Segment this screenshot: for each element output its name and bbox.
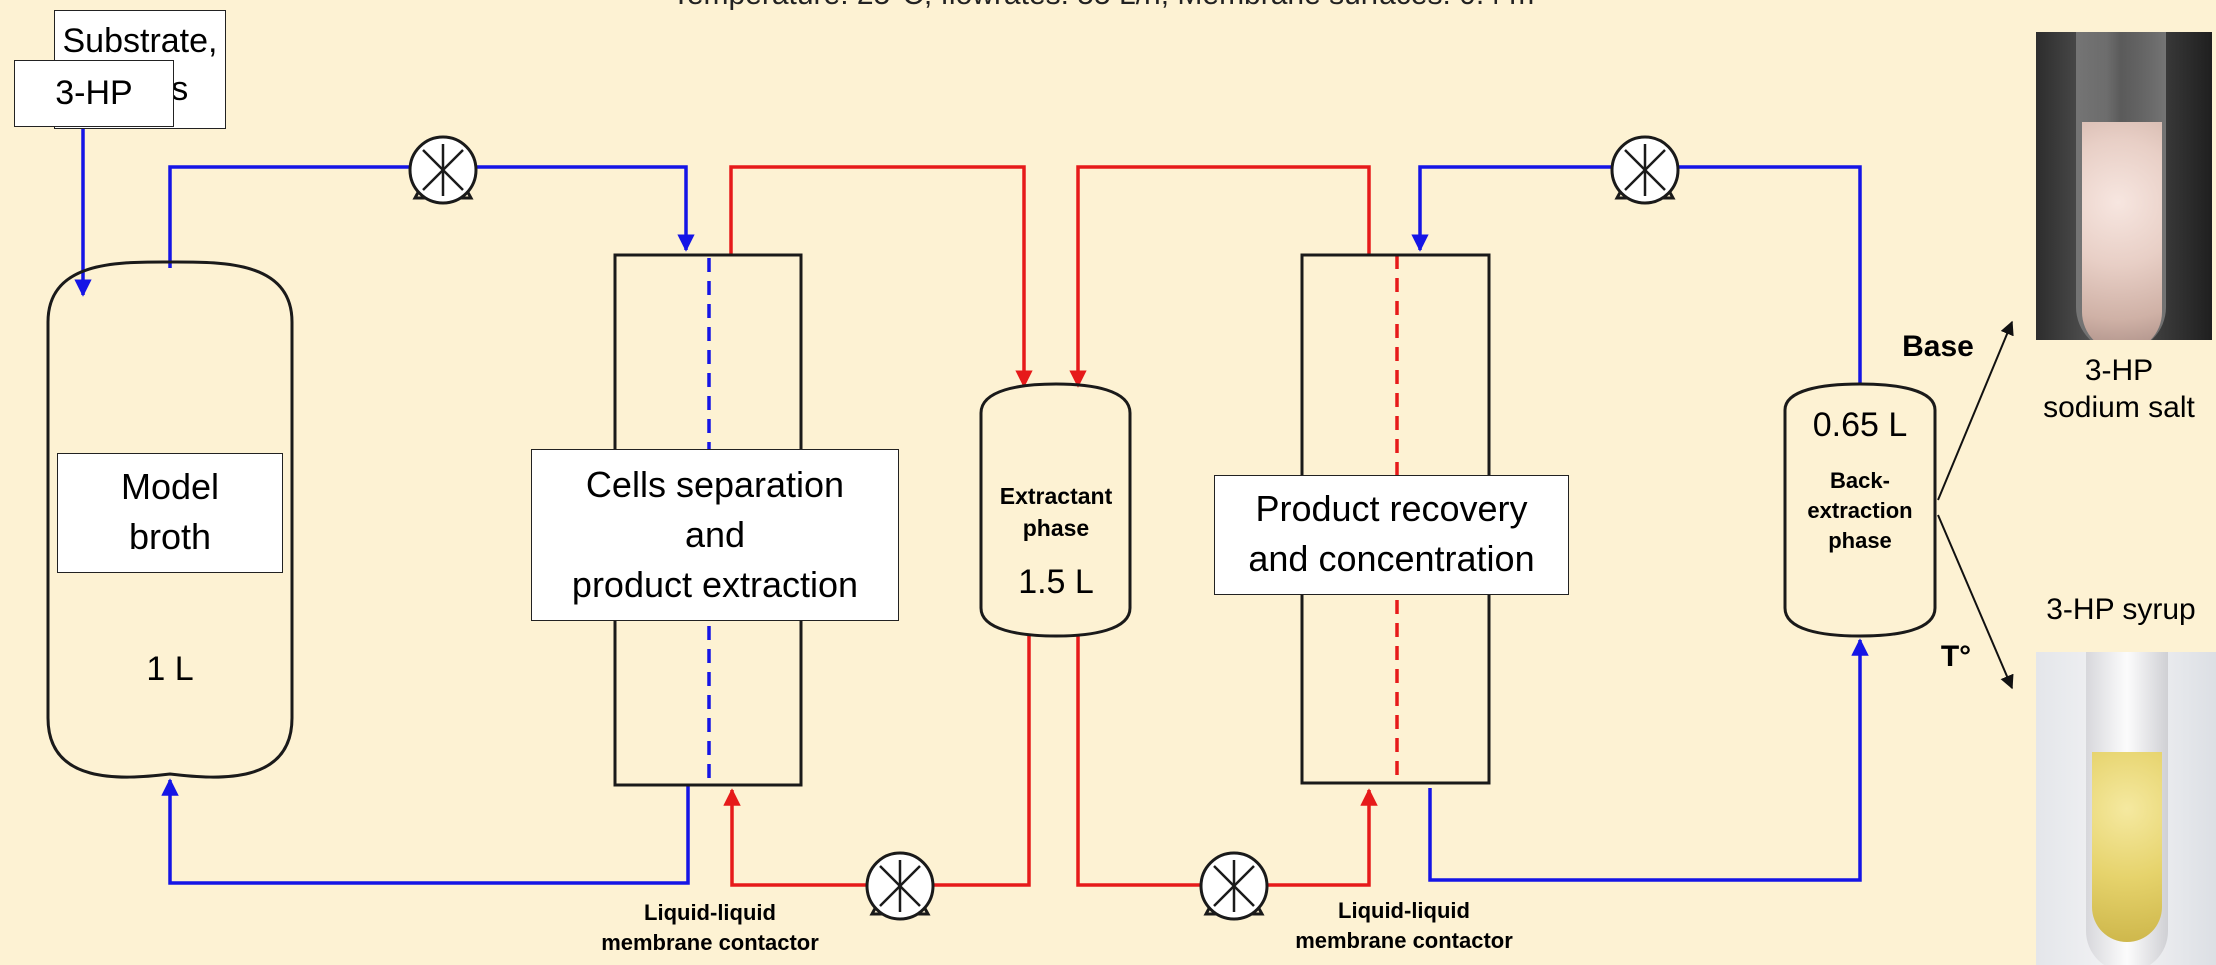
extractant-vessel	[979, 382, 1132, 638]
contactor-1-label-line1: Cells separation	[585, 464, 845, 505]
syrup-liquid-icon	[2092, 752, 2162, 942]
contactor-1-caption: Liquid-liquid membrane contactor	[560, 898, 860, 958]
pump-icon	[408, 135, 478, 205]
pump-icon	[1610, 135, 1680, 205]
extractant-label: Extractant phase	[981, 480, 1131, 544]
backextraction-label: Back- extraction phase	[1785, 466, 1935, 556]
backextraction-label-line1: Back-	[1830, 468, 1890, 493]
broth-label: Model broth	[57, 453, 283, 573]
broth-label-line2: broth	[128, 516, 212, 557]
extractant-label-line1: Extractant	[999, 483, 1113, 509]
broth-vessel	[46, 260, 294, 779]
salt-label-line2: sodium salt	[2043, 391, 2195, 424]
broth-volume: 1 L	[146, 650, 194, 688]
temperature-arrow	[1937, 514, 2014, 690]
powder-icon	[2082, 122, 2162, 340]
broth-label-line1: Model	[120, 466, 220, 507]
pump-icon	[865, 851, 935, 921]
contactor-2-caption-line2: membrane contactor	[1295, 928, 1513, 953]
extractant-volume: 1.5 L	[1018, 563, 1094, 601]
syrup-photo	[2036, 652, 2216, 965]
feed-label-line1: Substrate,	[62, 22, 218, 60]
backextraction-label-line2: extraction	[1807, 498, 1913, 523]
contactor-1-caption-line2: membrane contactor	[601, 930, 819, 955]
backextraction-label-line3: phase	[1828, 528, 1892, 553]
extractant-label-line2: phase	[1022, 515, 1090, 541]
contactor-1-label-line2: and	[684, 514, 746, 555]
base-arrow	[1937, 320, 2014, 501]
contactor-2-label-line1: Product recovery	[1255, 488, 1528, 529]
feed-label-overlay: 3-HP	[14, 60, 174, 127]
backextraction-volume: 0.65 L	[1812, 406, 1908, 444]
backextraction-vessel	[1783, 382, 1937, 638]
temperature-label: T°	[1940, 640, 1972, 673]
contactor-2-caption-line1: Liquid-liquid	[1338, 898, 1470, 923]
salt-label-line1: 3-HP	[2084, 354, 2154, 387]
contactor-1-label-line3: product extraction	[571, 564, 859, 605]
contactor-2-label: Product recovery and concentration	[1214, 475, 1569, 595]
syrup-label: 3-HP syrup	[2046, 593, 2196, 626]
contactor-1-label: Cells separation and product extraction	[531, 449, 899, 621]
sodium-salt-photo	[2036, 32, 2212, 340]
contactor-1-caption-line1: Liquid-liquid	[644, 900, 776, 925]
salt-label: 3-HP sodium salt	[2022, 352, 2216, 426]
contactor-2-label-line2: and concentration	[1248, 538, 1535, 579]
contactor-2-caption: Liquid-liquid membrane contactor	[1254, 896, 1554, 956]
base-label: Base	[1902, 330, 1974, 363]
operating-conditions: Temperature: 25°C; flowrates: 55 L/h; Me…	[0, 0, 2216, 12]
